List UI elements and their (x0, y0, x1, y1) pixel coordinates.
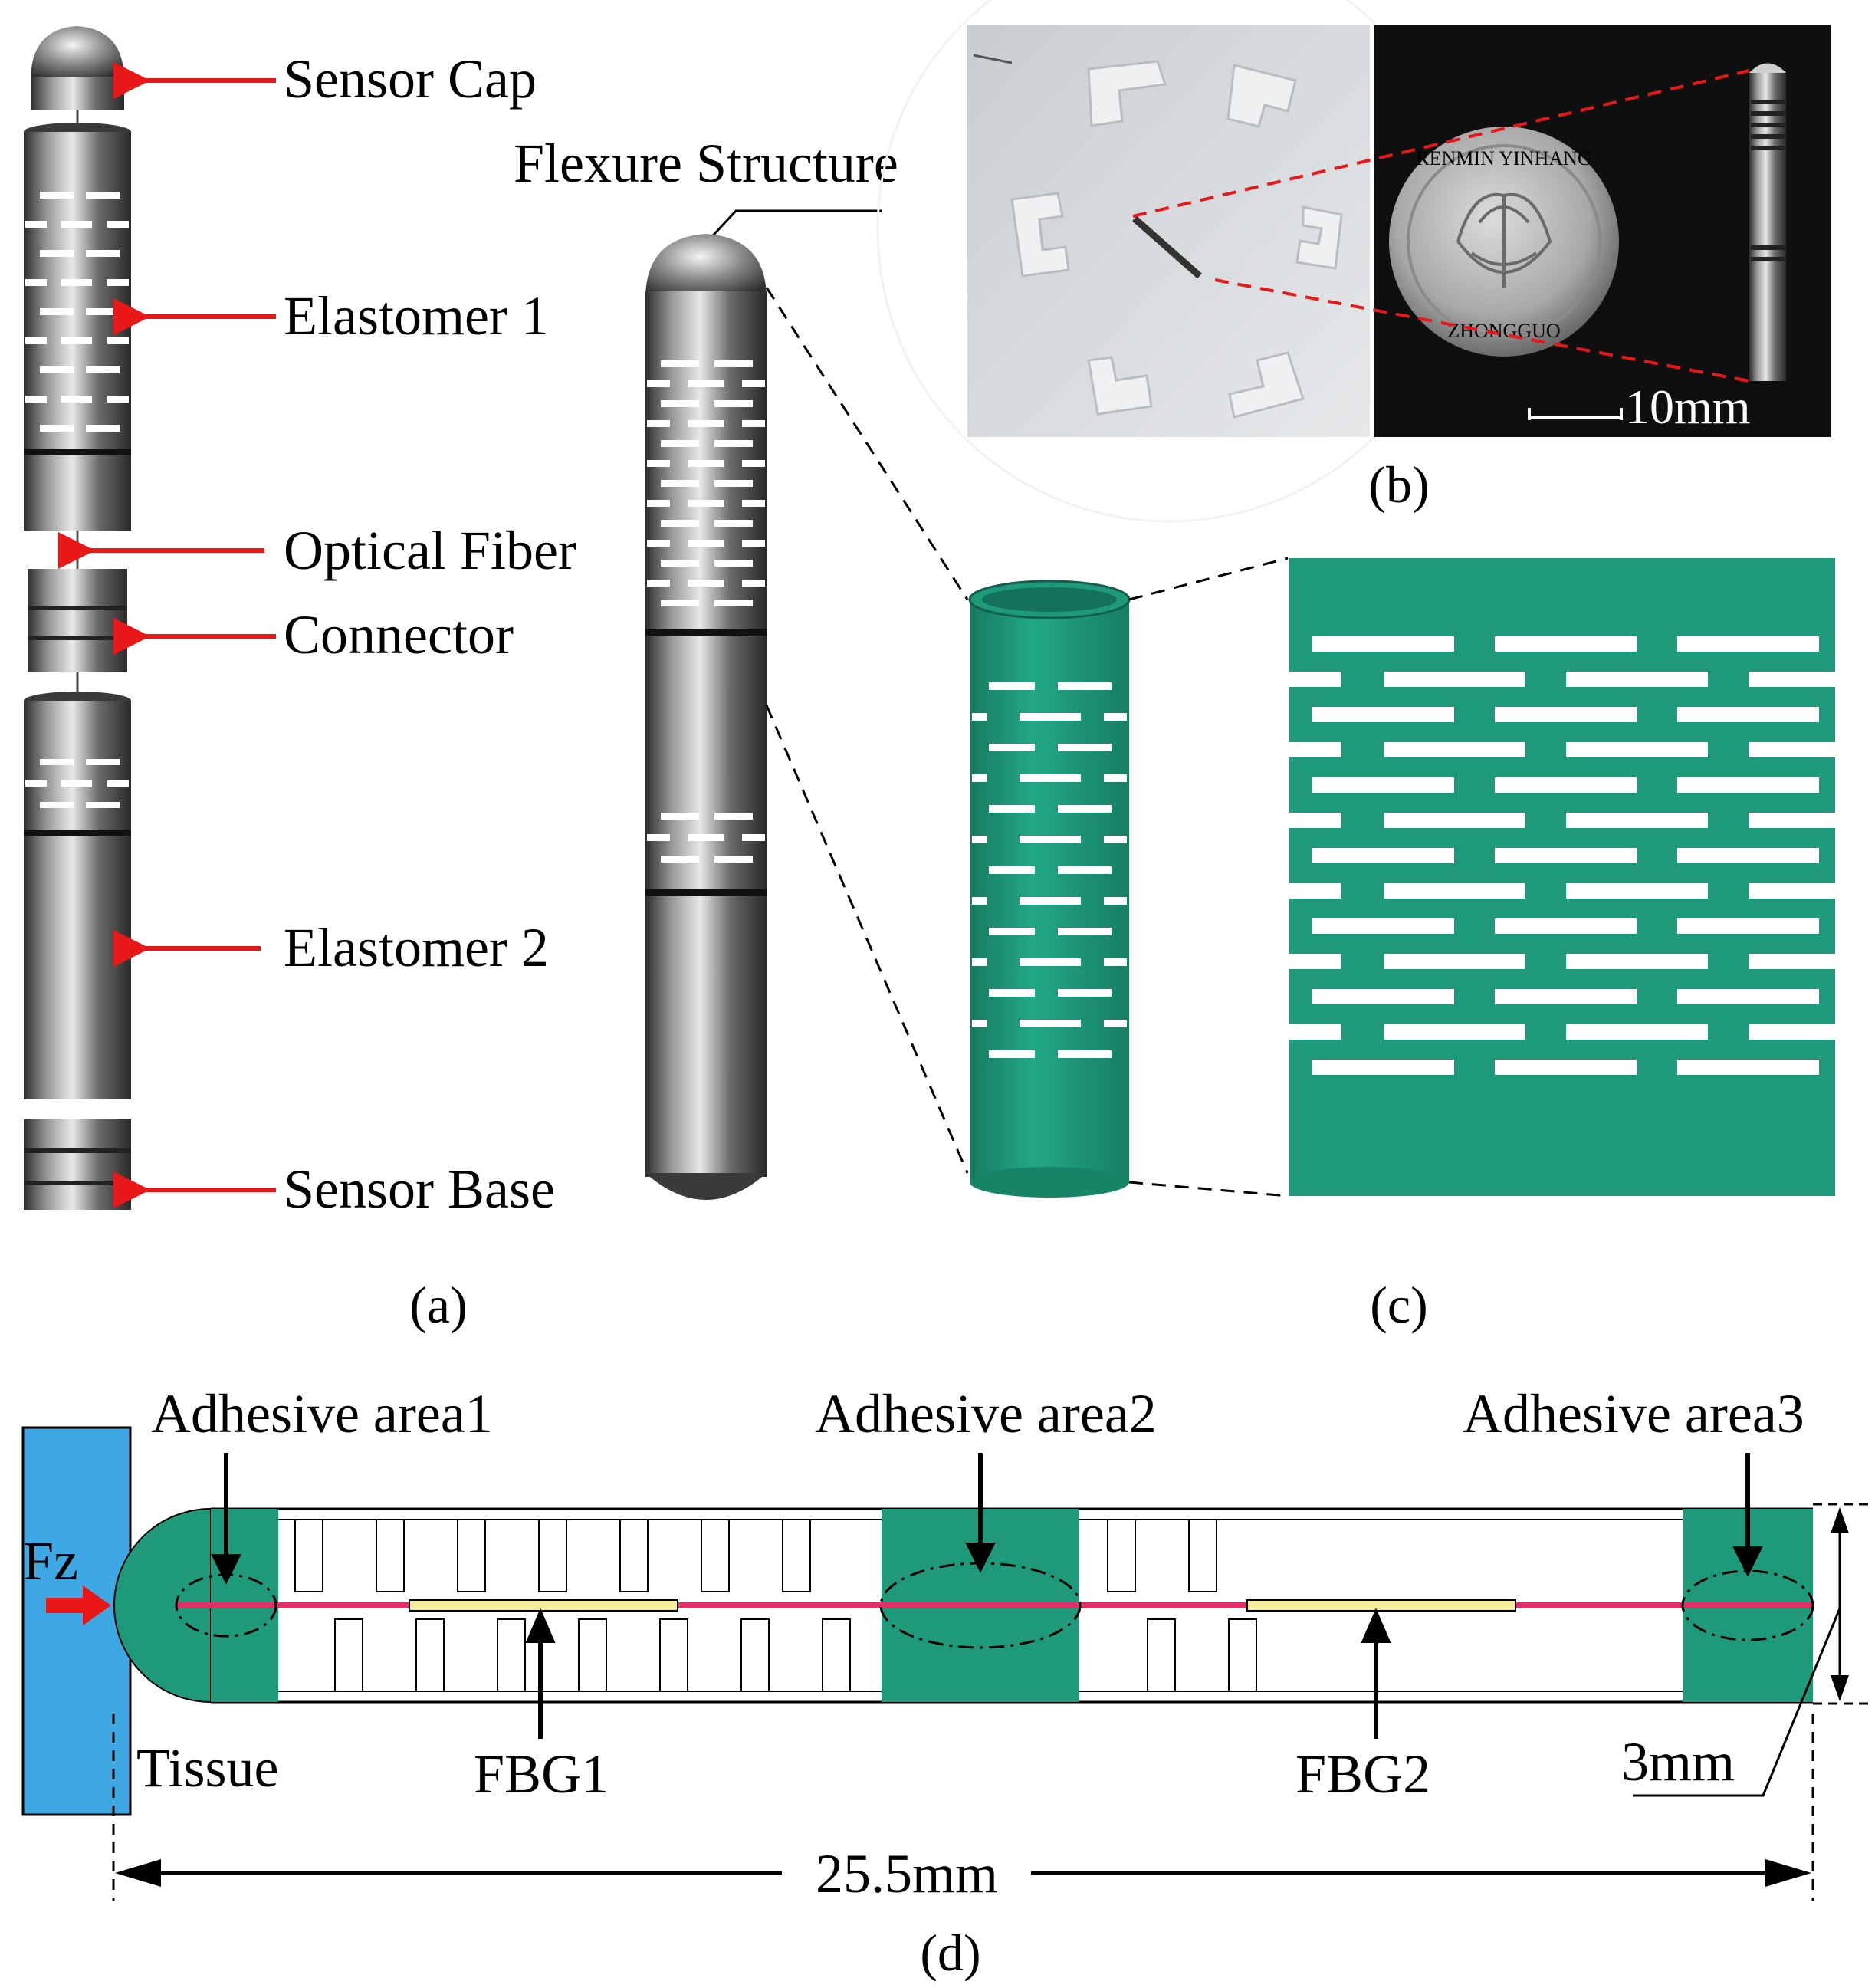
panel-a: Sensor Cap Elastomer 1 Optical Fiber Con… (24, 26, 969, 1334)
photo-right: RENMIN YINHANG ZHONGGUO 10mm (1374, 25, 1831, 437)
fbg2-grating (1246, 1599, 1516, 1612)
panel-c: (c) (968, 557, 1875, 1334)
caption-d: (d) (920, 1924, 980, 1982)
label-sensor-cap: Sensor Cap (284, 48, 537, 110)
panel-a-arrows (58, 62, 276, 1208)
zoom-lines (1132, 69, 1750, 383)
fbg1-grating (409, 1599, 678, 1612)
elastomer-2-part (24, 692, 131, 1099)
elastomer-1-part (24, 123, 131, 531)
photo-left (876, 0, 1462, 523)
coin-text-top: RENMIN YINHANG (1416, 147, 1591, 169)
label-tissue: Tissue (136, 1737, 278, 1799)
assembled-sensor (645, 234, 767, 1200)
caption-c: (c) (1370, 1276, 1427, 1334)
label-connector: Connector (284, 604, 514, 665)
label-elastomer-1: Elastomer 1 (284, 285, 549, 347)
fabricated-sensor (1749, 71, 1786, 381)
caption-b: (b) (1368, 455, 1429, 514)
label-fbg1: FBG1 (474, 1743, 609, 1805)
label-fz: Fz (23, 1530, 78, 1592)
label-3mm: 3mm (1621, 1731, 1735, 1792)
caption-a: (a) (409, 1276, 467, 1334)
panel-d: Adhesive area1 Adhesive area2 Adhesive a… (21, 1383, 1870, 1982)
label-adhesive-area3: Adhesive area3 (1463, 1383, 1804, 1444)
force-arrow (83, 1585, 111, 1625)
label-adhesive-area1: Adhesive area1 (151, 1383, 493, 1444)
adhesive-area3-ellipse (1681, 1569, 1814, 1641)
label-length: 25.5mm (816, 1843, 998, 1904)
label-flexure-structure: Flexure Structure (514, 133, 898, 194)
connector-part (28, 569, 127, 672)
label-adhesive-area2: Adhesive area2 (815, 1383, 1157, 1444)
label-optical-fiber: Optical Fiber (284, 520, 576, 581)
panel-b: RENMIN YINHANG ZHONGGUO 10mm (b) (876, 0, 1831, 523)
coin-text-bottom: ZHONGGUO (1447, 320, 1560, 342)
label-elastomer-2: Elastomer 2 (284, 917, 549, 978)
label-sensor-base: Sensor Base (284, 1158, 555, 1220)
unrolled-pattern (1289, 558, 1875, 1196)
teal-tube (968, 580, 1131, 1198)
sensor-cap-part (31, 26, 124, 110)
sensor-base-part (24, 1119, 131, 1210)
scale-label: 10mm (1625, 380, 1751, 434)
tissue-block (21, 1426, 132, 1816)
label-fbg2: FBG2 (1295, 1743, 1430, 1805)
